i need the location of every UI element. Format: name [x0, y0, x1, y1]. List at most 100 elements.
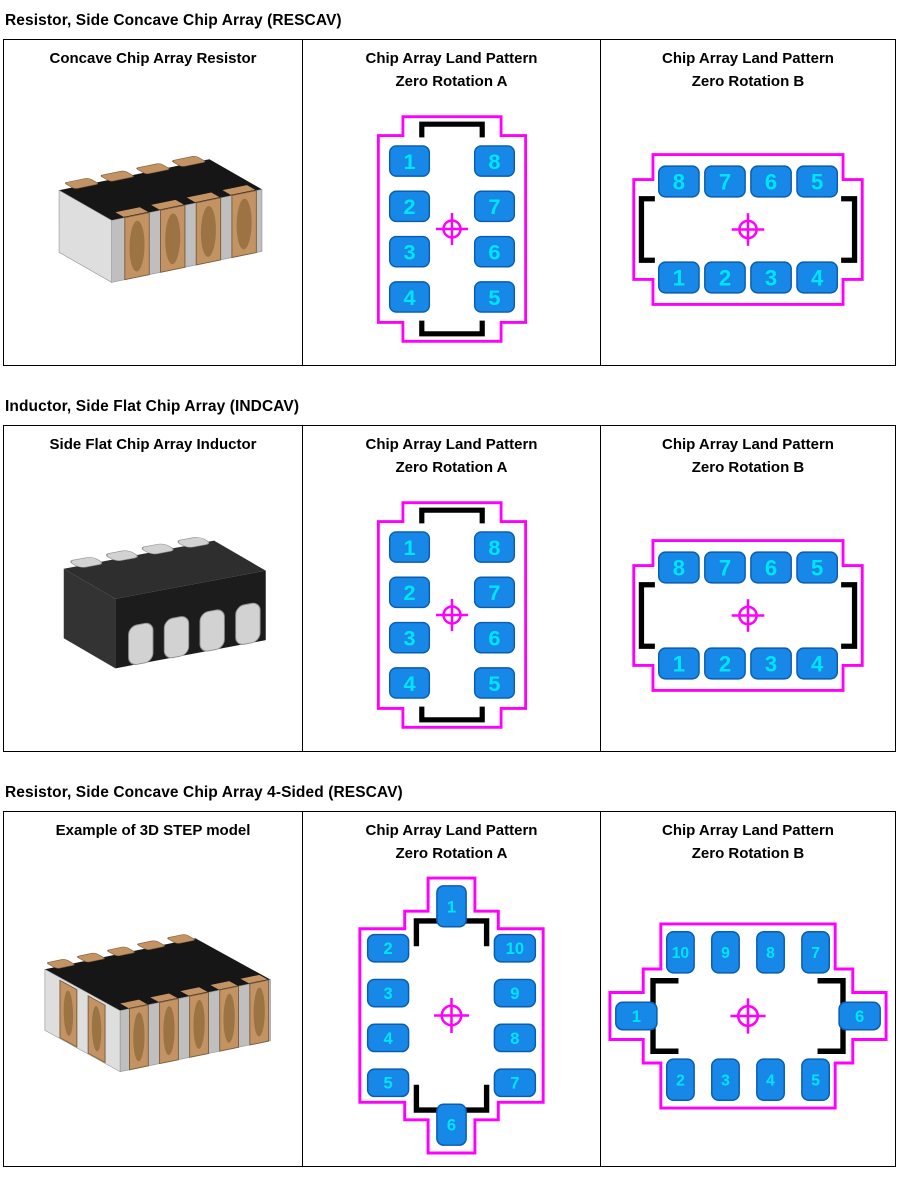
pad-number: 2 [384, 939, 393, 958]
pad-number: 3 [403, 240, 415, 265]
pad-4 [388, 667, 430, 700]
pad-number: 1 [673, 651, 685, 676]
pad-1 [615, 1001, 658, 1031]
pad-8 [658, 551, 700, 584]
pad-2 [704, 261, 746, 294]
pad-number: 8 [673, 555, 685, 580]
pad-2 [366, 934, 410, 963]
pattern-title: Chip Array Land Pattern [662, 822, 834, 839]
pad-number: 7 [488, 580, 500, 605]
pad-number: 3 [765, 265, 777, 290]
silkscreen-bracket [817, 977, 846, 1004]
cell-3d-model: Concave Chip Array Resistor [4, 40, 303, 365]
pad-number: 1 [403, 149, 415, 174]
pad-number: 4 [811, 265, 824, 290]
pad-7 [704, 165, 746, 198]
origin-crosshair [731, 598, 765, 632]
pad-5 [473, 281, 515, 314]
pad-number: 6 [488, 626, 500, 651]
pad-number: 4 [811, 651, 824, 676]
pattern-subtitle: Zero Rotation A [395, 73, 508, 91]
silkscreen-bracket [463, 1084, 490, 1114]
pad-8 [473, 145, 515, 178]
pad-10 [665, 930, 695, 974]
pad-number: 7 [811, 945, 820, 962]
pad-9 [711, 930, 740, 974]
silkscreen-bracket [841, 581, 858, 649]
cell-land-pattern-a: Chip Array Land Pattern Zero Rotation A … [303, 812, 601, 1166]
pad-8 [756, 930, 785, 974]
cell-3d-model: Side Flat Chip Array Inductor [4, 426, 303, 751]
pad-5 [796, 165, 838, 198]
pad-number: 3 [384, 984, 393, 1003]
cell-land-pattern-a: Chip Array Land Pattern Zero Rotation A … [303, 40, 601, 365]
pad-1 [436, 885, 467, 928]
pad-6 [750, 551, 792, 584]
pad-number: 3 [721, 1072, 730, 1089]
courtyard-outline [376, 115, 527, 344]
courtyard-outline [632, 538, 864, 692]
pad-number: 5 [488, 671, 500, 696]
pad-number: 8 [510, 1029, 519, 1048]
pad-number: 2 [403, 580, 415, 605]
pad-5 [473, 667, 515, 700]
pad-5 [801, 1058, 831, 1101]
section-rescav-4sided: Resistor, Side Concave Chip Array 4-Side… [3, 776, 897, 1167]
pattern-subtitle: Zero Rotation B [691, 845, 805, 863]
pad-number: 9 [510, 984, 519, 1003]
pad-number: 4 [766, 1072, 775, 1089]
pad-4 [366, 1023, 410, 1053]
pad-number: 1 [447, 898, 456, 917]
section-rescav: Resistor, Side Concave Chip Array (RESCA… [3, 4, 897, 366]
pad-3 [366, 978, 410, 1008]
figure-area [4, 70, 302, 365]
pad-number: 5 [811, 169, 823, 194]
pad-10 [493, 934, 537, 963]
cell-title: Chip Array Land Pattern Zero Rotation B [662, 47, 834, 94]
pattern-subtitle: Zero Rotation B [691, 459, 805, 477]
pad-3 [750, 647, 792, 680]
pad-3 [711, 1058, 740, 1101]
pad-number: 3 [765, 651, 777, 676]
figure-area [4, 456, 302, 751]
pad-6 [750, 165, 792, 198]
pattern-title: Chip Array Land Pattern [662, 436, 834, 453]
pad-4 [388, 281, 430, 314]
section-heading: Resistor, Side Concave Chip Array (RESCA… [5, 12, 342, 29]
courtyard-outline [632, 152, 864, 306]
cell-title: Chip Array Land Pattern Zero Rotation A [366, 819, 538, 866]
pad-7 [801, 930, 831, 974]
cell-title: Chip Array Land Pattern Zero Rotation B [662, 433, 834, 480]
silkscreen-bracket [418, 507, 485, 524]
silkscreen-bracket [650, 1027, 679, 1054]
pad-number: 7 [510, 1074, 519, 1093]
pad-number: 2 [676, 1072, 685, 1089]
pad-number: 4 [384, 1029, 394, 1048]
pad-4 [796, 647, 838, 680]
pad-7 [493, 1068, 537, 1098]
pad-number: 2 [719, 651, 731, 676]
silkscreen-bracket [418, 706, 485, 723]
pad-number: 4 [403, 285, 415, 310]
pad-number: 10 [506, 939, 524, 958]
cell-land-pattern-b: Chip Array Land Pattern Zero Rotation B … [601, 426, 895, 751]
silkscreen-bracket [418, 121, 485, 138]
pad-5 [796, 551, 838, 584]
cell-title: Example of 3D STEP model [55, 822, 251, 839]
cell-title: Chip Array Land Pattern Zero Rotation B [662, 819, 834, 866]
pad-6 [473, 236, 515, 268]
silkscreen-bracket [413, 918, 440, 947]
pad-number: 7 [719, 169, 731, 194]
pad-number: 6 [855, 1007, 864, 1026]
pad-2 [388, 190, 430, 223]
pad-2 [665, 1058, 695, 1101]
cell-3d-model: Example of 3D STEP model [4, 812, 303, 1166]
pad-2 [388, 576, 430, 609]
